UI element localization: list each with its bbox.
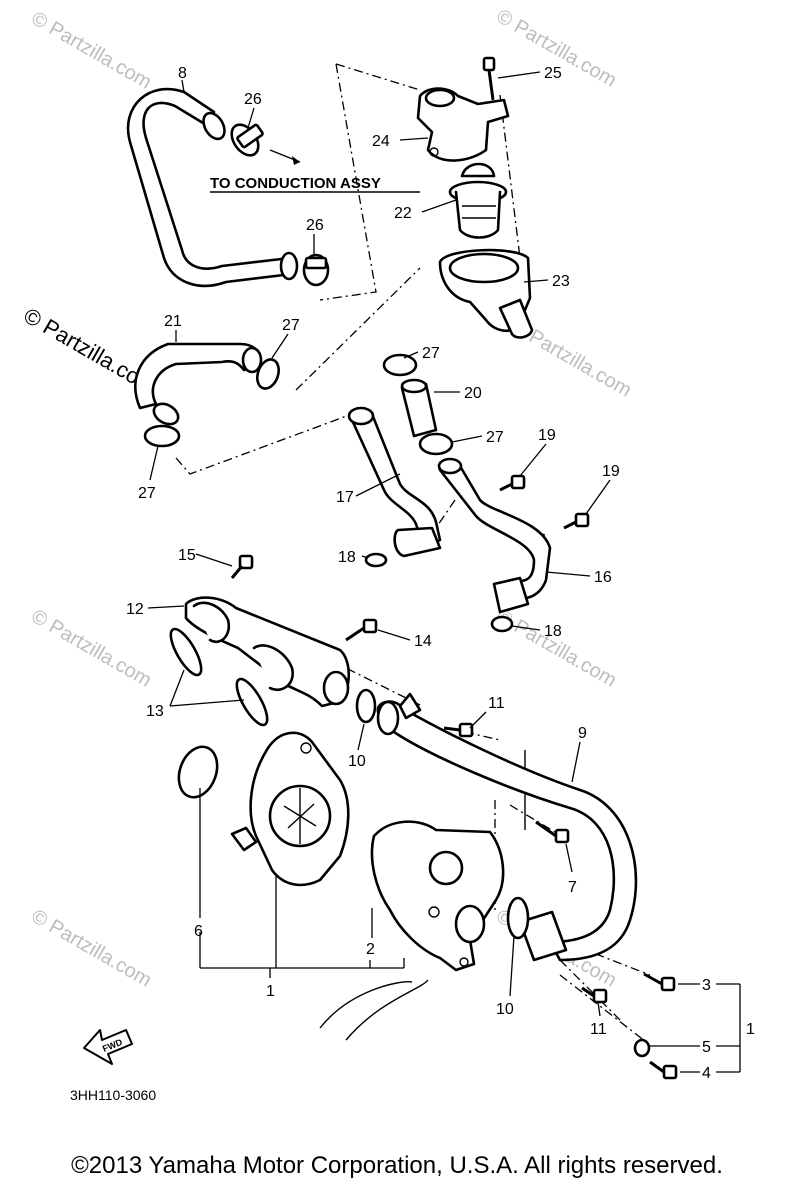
- oring-10-lower: [506, 896, 530, 940]
- callout-11: 11: [488, 695, 505, 712]
- watermark: © Partzilla.com: [28, 7, 156, 93]
- bolt-11-lower: [581, 986, 608, 1004]
- callout-1: 1: [266, 983, 275, 1000]
- callout-24: 24: [372, 133, 390, 150]
- copyright-notice: ©2013 Yamaha Motor Corporation, U.S.A. A…: [71, 1152, 723, 1179]
- conduction-assy-note: TO CONDUCTION ASSY: [210, 175, 381, 192]
- bolt-14: [345, 618, 378, 642]
- callout-3: 3: [702, 977, 711, 994]
- clamp-27-a: [255, 358, 281, 390]
- water-pump-housing-2: [370, 820, 505, 972]
- figure-code: 3HH110-3060: [70, 1087, 156, 1103]
- bolt-19-b: [563, 512, 590, 530]
- bolt-15: [230, 554, 254, 579]
- callout-20: 20: [464, 385, 482, 402]
- hose-8: [126, 87, 294, 288]
- callouts: 8 26 26 25 24 22 23 21 27 27 20 27 19 19…: [126, 65, 755, 1082]
- callout-27: 27: [486, 429, 504, 446]
- oring-6: [177, 745, 219, 799]
- callout-18: 18: [544, 623, 562, 640]
- callout-19: 19: [538, 427, 556, 444]
- bolt-4: [649, 1060, 678, 1080]
- callout-13: 13: [146, 703, 164, 720]
- hose-21: [134, 342, 260, 410]
- callout-22: 22: [394, 205, 412, 222]
- callout-6: 6: [194, 923, 203, 940]
- callout-14: 14: [414, 633, 432, 650]
- callout-11: 11: [590, 1021, 607, 1038]
- clamp-27-b: [143, 424, 181, 448]
- callout-7: 7: [568, 879, 577, 896]
- clamp-26-top: [230, 123, 264, 157]
- bolt-25: [482, 56, 496, 101]
- callout-10: 10: [348, 753, 366, 770]
- pipe-12: [184, 596, 351, 708]
- clamp-27-c: [382, 353, 418, 377]
- oring-10-upper: [355, 688, 377, 724]
- clamp-26-bottom: [302, 253, 330, 287]
- callout-4: 4: [702, 1065, 711, 1082]
- callout-1: 1: [746, 1021, 755, 1038]
- callout-26: 26: [306, 217, 324, 234]
- thermostat-housing-23: [438, 248, 534, 339]
- clamp-27-d: [418, 432, 454, 456]
- callout-18: 18: [338, 549, 356, 566]
- bolt-7: [535, 820, 570, 844]
- callout-25: 25: [544, 65, 562, 82]
- callout-26: 26: [244, 91, 262, 108]
- callout-8: 8: [178, 65, 187, 82]
- callout-19: 19: [602, 463, 620, 480]
- pipe-20: [400, 378, 438, 438]
- callout-27: 27: [282, 317, 300, 334]
- callout-27: 27: [422, 345, 440, 362]
- callout-9: 9: [578, 725, 587, 742]
- callout-2: 2: [366, 941, 375, 958]
- water-pump-body: [230, 731, 350, 887]
- callout-16: 16: [594, 569, 612, 586]
- watermark: © Partzilla.com: [28, 905, 156, 991]
- callout-21: 21: [164, 313, 182, 330]
- callout-23: 23: [552, 273, 570, 290]
- fwd-arrow-icon: FWD: [83, 1029, 133, 1065]
- watermark: © Partzilla.com: [28, 605, 156, 691]
- bolt-3: [643, 972, 676, 992]
- parts: [126, 56, 678, 1080]
- leader-lines: [147, 71, 741, 1073]
- callout-17: 17: [336, 489, 354, 506]
- bolt-11-upper: [443, 722, 474, 738]
- bolt-19-a: [499, 474, 526, 492]
- callout-27: 27: [138, 485, 156, 502]
- callout-12: 12: [126, 601, 144, 618]
- callout-15: 15: [178, 547, 196, 564]
- oring-13-b: [235, 677, 269, 727]
- pipe-9: [376, 700, 638, 962]
- watermark: © Partzilla.com: [493, 605, 621, 691]
- oring-13-a: [169, 627, 203, 677]
- washer-5: [633, 1038, 651, 1058]
- callout-10: 10: [496, 1001, 514, 1018]
- callout-5: 5: [702, 1039, 711, 1056]
- hose-16: [438, 458, 552, 600]
- thermostat-22: [448, 162, 508, 239]
